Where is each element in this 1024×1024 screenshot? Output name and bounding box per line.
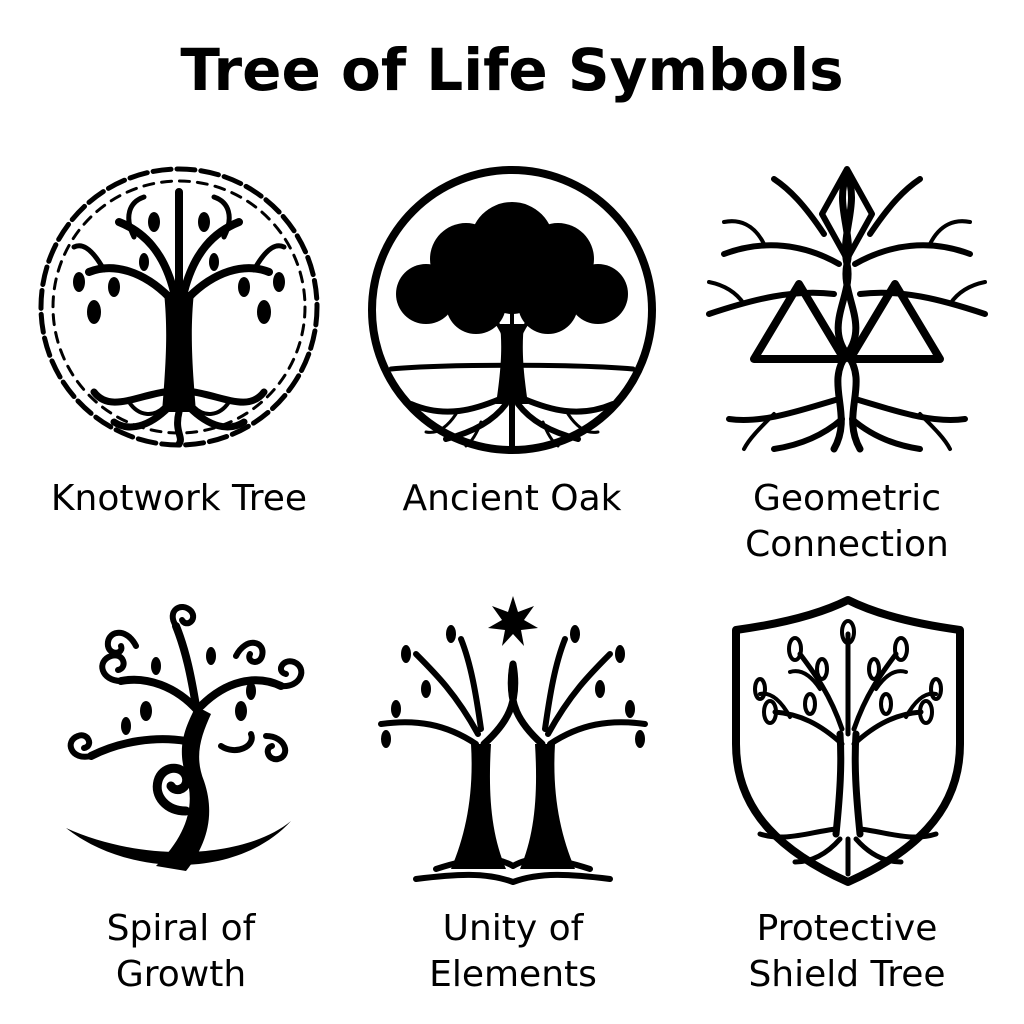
geometric-connection-symbol xyxy=(704,164,990,454)
unity-of-elements-symbol xyxy=(366,594,660,888)
caption-line: Unity of xyxy=(442,908,584,949)
spiral-of-growth-icon xyxy=(66,604,305,871)
spiral-of-growth-caption: Spiral of Growth xyxy=(16,906,346,998)
ancient-oak-icon xyxy=(368,166,656,454)
caption-line: Growth xyxy=(115,954,247,995)
spiral-of-growth-symbol xyxy=(36,596,326,886)
caption-line: Connection xyxy=(745,524,949,565)
geometric-connection-caption: Geometric Connection xyxy=(682,476,1012,568)
knotwork-tree-caption: Knotwork Tree xyxy=(14,476,344,522)
star-icon xyxy=(488,596,538,646)
caption-line: Ancient Oak xyxy=(402,478,622,519)
ancient-oak-caption: Ancient Oak xyxy=(352,476,672,522)
unity-of-elements-icon xyxy=(378,596,648,885)
protective-shield-tree-icon xyxy=(732,596,964,886)
caption-line: Elements xyxy=(429,954,597,995)
caption-line: Knotwork Tree xyxy=(50,478,308,519)
knotwork-tree-symbol xyxy=(34,162,324,452)
geometric-connection-icon xyxy=(706,166,988,453)
knotwork-tree-icon xyxy=(38,166,320,448)
caption-line: Shield Tree xyxy=(748,954,946,995)
unity-of-elements-caption: Unity of Elements xyxy=(348,906,678,998)
protective-shield-tree-symbol xyxy=(730,594,966,888)
caption-line: Geometric xyxy=(753,478,941,519)
caption-line: Spiral of xyxy=(106,908,256,949)
page-title: Tree of Life Symbols xyxy=(180,36,844,104)
ancient-oak-symbol xyxy=(366,164,658,456)
caption-line: Protective xyxy=(756,908,938,949)
protective-shield-tree-caption: Protective Shield Tree xyxy=(682,906,1012,998)
